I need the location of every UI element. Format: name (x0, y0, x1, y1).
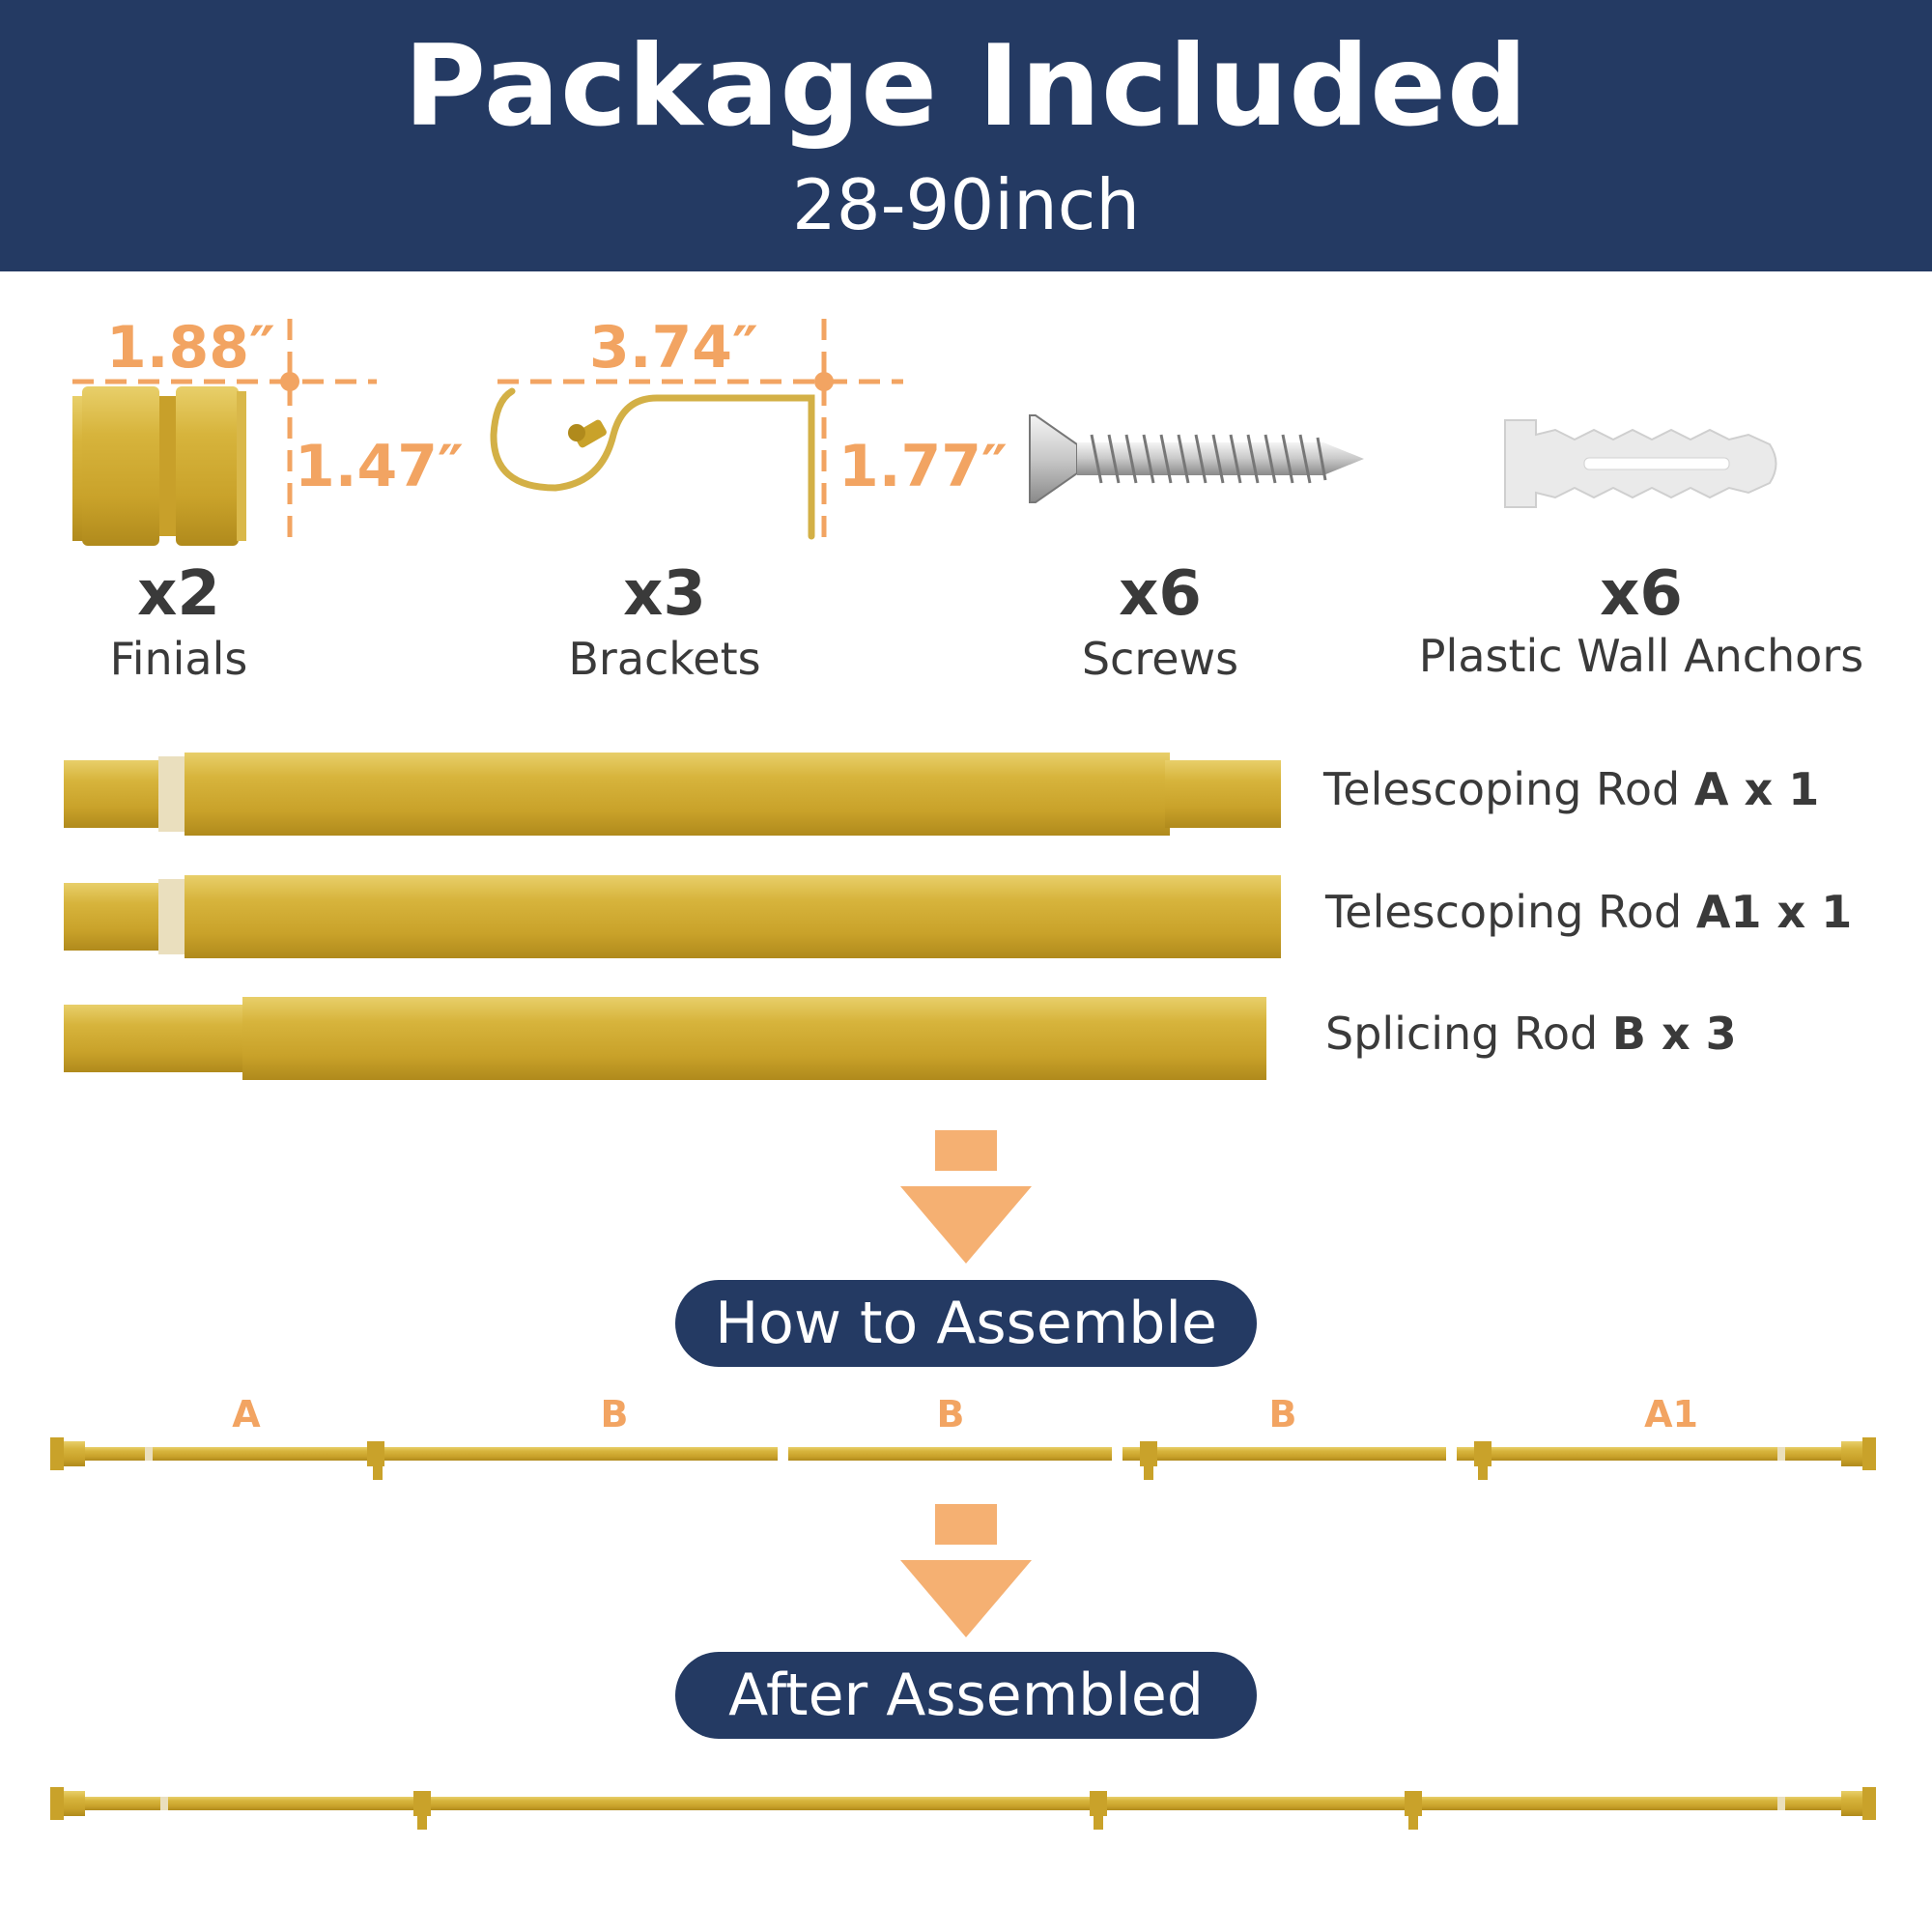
wall-anchor-label: Plastic Wall Anchors (1418, 630, 1864, 682)
segment-label-a1: A1 (1644, 1393, 1698, 1435)
down-arrow-icon (900, 1504, 1032, 1637)
bracket-height-dimension: 1.77″ (838, 433, 1008, 500)
rod-a-code: A x 1 (1693, 763, 1820, 815)
finial-label: Finials (109, 633, 248, 685)
bracket-quantity: x3 (623, 558, 706, 630)
segment-label-b: B (936, 1393, 965, 1435)
page-subtitle: 28-90inch (791, 164, 1141, 245)
page-title: Package Included (403, 21, 1529, 152)
finial-width-dimension: 1.88″ (106, 314, 275, 382)
telescoping-rod-a1 (64, 875, 1281, 958)
bracket-label: Brackets (568, 633, 761, 685)
down-arrow-icon (900, 1130, 1032, 1264)
splicing-rod-b (64, 997, 1266, 1080)
bracket-width-dimension: 3.74″ (589, 314, 758, 382)
screw-icon (1029, 414, 1364, 503)
segment-label-b: B (600, 1393, 629, 1435)
rod-a-prefix: Telescoping Rod (1323, 763, 1694, 815)
exploded-rod-assembly (50, 1437, 1876, 1480)
assembled-rod (50, 1787, 1876, 1830)
header-banner (0, 0, 1932, 271)
finial-icon (72, 319, 377, 546)
finial-quantity: x2 (137, 558, 220, 630)
rod-a1-prefix: Telescoping Rod (1325, 886, 1696, 938)
segment-label-a: A (232, 1393, 261, 1435)
rod-a1-code: A1 x 1 (1695, 886, 1853, 938)
screw-quantity: x6 (1119, 558, 1202, 630)
rod-b-code: B x 3 (1611, 1008, 1737, 1060)
assemble-pill: How to Assemble (675, 1280, 1257, 1367)
assembled-pill: After Assembled (675, 1652, 1257, 1739)
screw-label: Screws (1081, 633, 1239, 685)
bracket-icon (490, 319, 903, 541)
rod-b-prefix: Splicing Rod (1325, 1008, 1612, 1060)
wall-anchor-quantity: x6 (1600, 558, 1683, 630)
finial-height-dimension: 1.47″ (295, 433, 464, 500)
telescoping-rod-a (64, 753, 1281, 836)
wall-anchor-icon (1504, 419, 1777, 508)
segment-label-b: B (1268, 1393, 1297, 1435)
